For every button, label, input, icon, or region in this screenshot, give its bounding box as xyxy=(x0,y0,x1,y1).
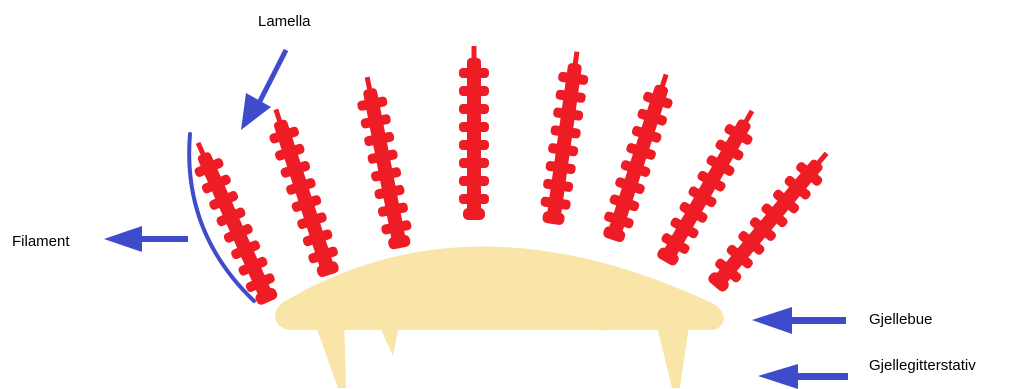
gjellegitterstativ-label: Gjellegitterstativ xyxy=(869,357,976,375)
filament-arrow-icon xyxy=(104,226,188,252)
gill-raker xyxy=(313,318,346,388)
gjellebue-label: Gjellebue xyxy=(869,311,932,329)
filament xyxy=(459,46,489,220)
filament xyxy=(352,74,415,251)
gjellegitterstativ-arrow-icon xyxy=(758,364,848,389)
filament xyxy=(598,70,680,245)
filament xyxy=(262,105,344,280)
gill-arch xyxy=(275,247,724,389)
gjellebue-arrow-icon xyxy=(752,307,846,334)
filament xyxy=(538,50,592,226)
gill-raker xyxy=(655,318,690,388)
lamella-label: Lamella xyxy=(258,13,311,31)
gill-raker xyxy=(372,310,402,356)
filament-label: Filament xyxy=(12,233,70,251)
